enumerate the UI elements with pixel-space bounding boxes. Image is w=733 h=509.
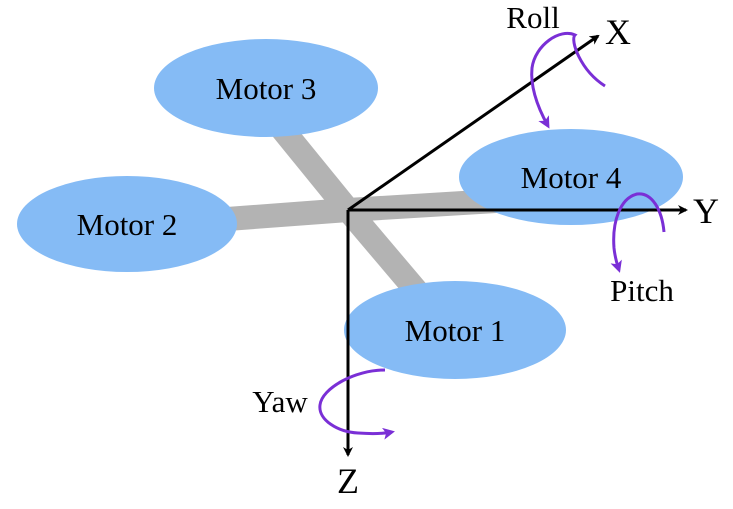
motor-1-label: Motor 1 [405,313,506,348]
roll-arrow [530,32,606,129]
motor-4-label: Motor 4 [521,160,622,195]
pitch-arrow [610,192,666,273]
yaw-rotation: Yaw [252,368,395,440]
x-axis-arrow [347,34,600,212]
motor-3: Motor 3 [154,39,378,137]
motor-1-disc [344,281,566,379]
yaw-label: Yaw [252,384,308,419]
pitch-rotation: Pitch [610,192,674,308]
yaw-arrow [318,368,395,440]
roll-label: Roll [506,0,559,35]
pitch-label: Pitch [610,273,674,308]
axes: X Y Z [337,12,719,501]
motor-3-label: Motor 3 [216,71,317,106]
x-axis-label: X [605,12,631,52]
y-axis-label: Y [693,191,719,231]
roll-rotation: Roll [506,0,606,129]
z-axis-label: Z [337,461,359,501]
motor-1: Motor 1 [344,281,566,379]
motor-2-label: Motor 2 [77,207,178,242]
motor-3-disc [154,39,378,137]
motor-2-disc [17,176,237,272]
motor-2: Motor 2 [17,176,237,272]
